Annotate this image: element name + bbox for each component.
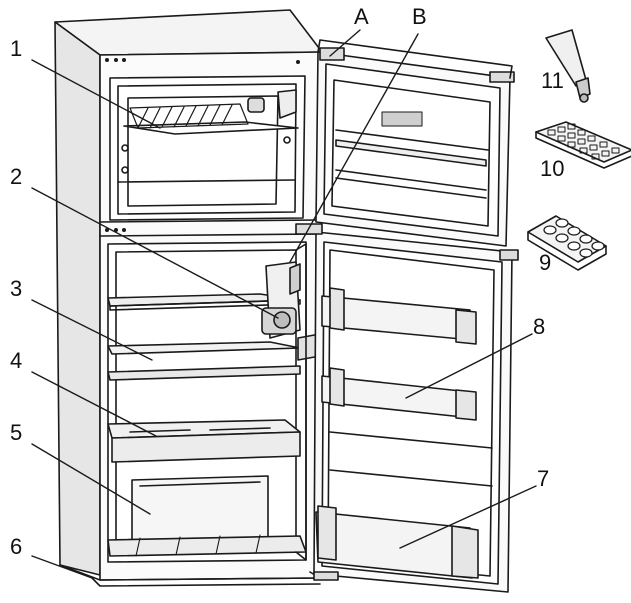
frame-screws — [105, 58, 300, 232]
door-balcony-bottom — [315, 505, 479, 579]
label-5: 5 — [10, 420, 23, 445]
scraper-accessory — [545, 29, 591, 103]
label-B: B — [412, 4, 427, 29]
label-7: 7 — [537, 466, 550, 491]
fridge-compartment — [107, 241, 321, 563]
freezer-compartment — [109, 75, 306, 221]
ice-cube-tray — [535, 121, 631, 169]
label-1: 1 — [10, 36, 23, 61]
door-balcony-upper — [321, 287, 477, 345]
label-11: 11 — [541, 68, 564, 93]
label-6: 6 — [10, 534, 23, 559]
leader-lines — [31, 29, 537, 579]
label-4: 4 — [10, 348, 23, 373]
freezer-wire-shelf — [123, 121, 299, 135]
label-2: 2 — [10, 164, 23, 189]
label-8: 8 — [533, 314, 546, 339]
egg-tray — [527, 215, 607, 271]
label-3: 3 — [10, 276, 23, 301]
door-balcony-middle — [321, 367, 477, 421]
thermostat-housing — [261, 261, 321, 361]
compartment-divider — [99, 219, 321, 223]
label-10: 10 — [540, 156, 565, 181]
fridge-door — [295, 223, 519, 593]
label-9: 9 — [539, 250, 552, 275]
label-A: A — [354, 4, 369, 29]
freezer-door — [315, 39, 515, 247]
